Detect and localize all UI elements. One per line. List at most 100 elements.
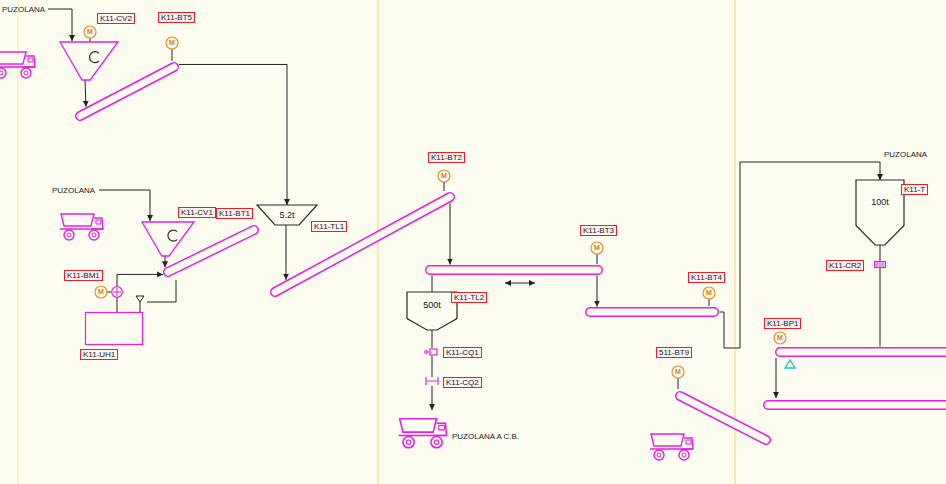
- feed-line: [147, 280, 176, 302]
- motor-symbol: [166, 37, 178, 49]
- valve-outline: [877, 262, 883, 268]
- storage-silo: 100tK11-T: [856, 180, 904, 245]
- sheet-divider: [378, 0, 379, 484]
- equipment-tag: K11-BT1: [216, 208, 253, 219]
- belt-outline: [780, 349, 946, 356]
- dump-truck: [0, 52, 693, 460]
- shape-outline: [590, 312, 714, 313]
- feed-hopper: 5.2tK11-TL1: [257, 205, 317, 225]
- flow-line: [432, 276, 433, 293]
- dump-truck: [650, 434, 693, 460]
- shape-outline: [424, 377, 440, 385]
- shape-outline: [80, 67, 174, 116]
- sheet-divider: [18, 0, 19, 484]
- capacity-label: 500t: [407, 300, 457, 311]
- shape-outline: [407, 292, 457, 330]
- feed-line: [140, 302, 141, 312]
- capacity-label: 5.2t: [257, 210, 317, 221]
- flow-line: [880, 245, 881, 261]
- equipment-tag: K11-BT3: [580, 225, 617, 236]
- feed-line: [48, 9, 72, 41]
- belt-outline: [275, 197, 450, 292]
- shape-outline: [674, 390, 772, 446]
- gate-valve: K11-CR2: [874, 261, 886, 268]
- feed-line: [136, 296, 144, 302]
- feed-line: [597, 254, 598, 264]
- motor-letter: M: [441, 172, 447, 180]
- shape-outline: [875, 262, 886, 268]
- belt-outline: [590, 307, 714, 317]
- flow-meter: K11-BM1: [111, 286, 123, 298]
- stream-label: PUZOLANA: [884, 150, 927, 160]
- equipment-tag: K11-TL2: [451, 292, 487, 303]
- equipment-tag: K11-BP1: [764, 318, 801, 329]
- equipment-tag: K11-BT5: [158, 12, 195, 23]
- belt-outline: [275, 197, 450, 292]
- motor-symbol: [774, 332, 786, 344]
- belt-outline: [780, 347, 946, 357]
- motor-letter: M: [87, 28, 93, 36]
- feed-line: [99, 190, 150, 221]
- stream-label: PUZOLANA: [52, 186, 95, 196]
- shape-outline: [111, 286, 123, 298]
- equipment-tag: K11-TL1: [311, 221, 347, 232]
- feed-line: [172, 49, 173, 61]
- motor-symbol: [438, 170, 450, 182]
- feed-line: [444, 182, 445, 191]
- belt-outline: [168, 230, 254, 272]
- feed-line: [776, 358, 777, 398]
- equipment-tag: K11-BM1: [64, 270, 103, 281]
- shape-outline: [584, 306, 720, 318]
- storage-silo: 500tK11-TL2: [407, 292, 457, 330]
- flow-line: [597, 276, 598, 307]
- shape-outline: [874, 261, 886, 268]
- shape-outline: [60, 42, 118, 80]
- flow-line: [117, 274, 163, 286]
- return-conveyor: [768, 400, 946, 410]
- equipment-tag: K11-UH1: [80, 349, 118, 360]
- equipment-tag: K11-CR2: [826, 260, 864, 271]
- motor-letter: M: [169, 39, 175, 47]
- shape-outline: [168, 230, 254, 272]
- shape-outline: [60, 42, 118, 80]
- valve-outline: [430, 349, 437, 355]
- crusher-symbol: [90, 52, 99, 63]
- belt-outline: [80, 67, 174, 116]
- level-marker: [785, 360, 795, 368]
- motor-symbol: [672, 366, 684, 378]
- meter-outline: [112, 287, 123, 298]
- shape-outline: [424, 348, 440, 356]
- valve-outline: [426, 377, 438, 385]
- equipment-tag: 511-BT9: [656, 347, 692, 358]
- dump-truck: [0, 52, 35, 78]
- shape-outline: [142, 222, 194, 256]
- valve-outline: [875, 262, 886, 268]
- dump-truck: [60, 214, 103, 240]
- flow-line: [179, 64, 287, 205]
- sheet-divider: [18, 0, 735, 484]
- belt-conveyor: K11-BP1: [774, 346, 946, 358]
- belt-conveyor: K11-BT3: [424, 264, 604, 276]
- belt-outline: [590, 309, 714, 316]
- motor-letter: M: [675, 368, 681, 376]
- belt-outline: [430, 267, 598, 274]
- sheet-divider: [735, 0, 736, 484]
- shape-outline: [142, 222, 194, 256]
- shape-outline: [424, 264, 604, 276]
- shape-outline: [257, 205, 317, 225]
- meter-outline: [113, 288, 121, 296]
- equipment-tag: K11-T: [901, 184, 928, 195]
- motor-letter: M: [98, 288, 104, 296]
- equipment-tag: K11-BT4: [688, 272, 725, 283]
- silo-outline: [407, 292, 457, 330]
- return-conveyor: [768, 405, 946, 406]
- belt-outline: [430, 265, 598, 275]
- shape-outline: [74, 61, 180, 122]
- capacity-label: 100t: [856, 197, 904, 208]
- belt-conveyor: K11-BT2: [269, 191, 456, 298]
- shape-outline: [86, 313, 143, 345]
- hopper-outline: [257, 205, 317, 225]
